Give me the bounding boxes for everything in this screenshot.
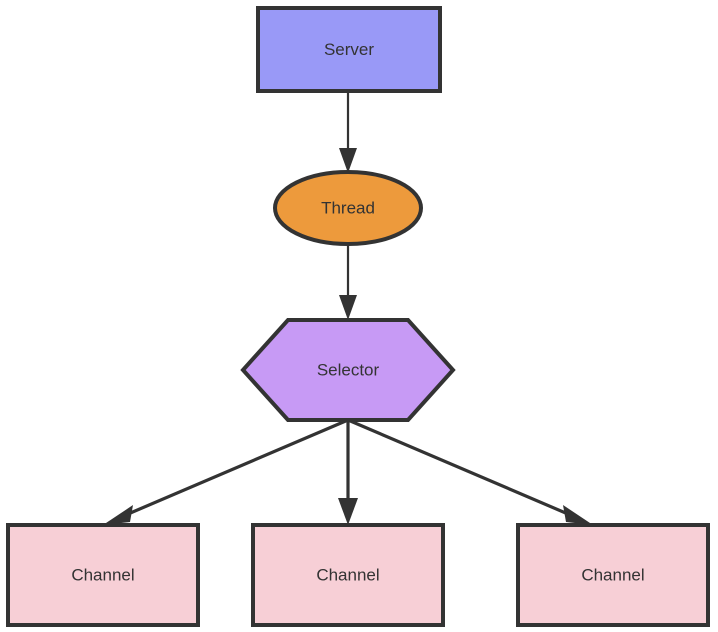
- channel-3-box[interactable]: [516, 523, 710, 627]
- edge-thread-to-selector: [339, 244, 357, 320]
- edge-selector-channel3-line: [347, 418, 569, 516]
- edge-server-thread-arrowhead: [339, 148, 357, 173]
- edge-thread-selector-arrowhead: [339, 295, 357, 320]
- edge-selector-channel1-line: [127, 418, 349, 516]
- edge-selector-to-channel-1: [103, 418, 349, 525]
- channel-3-label: Channel: [581, 565, 644, 584]
- selector-hexagon[interactable]: [240, 318, 456, 422]
- edge-selector-channel3-arrowhead: [563, 505, 593, 525]
- edge-selector-channel2-arrowhead: [338, 498, 358, 525]
- server-label: Server: [324, 40, 374, 59]
- edge-selector-to-channel-3: [347, 418, 593, 525]
- node-server[interactable]: Server: [256, 6, 442, 93]
- edge-selector-channel1-arrowhead: [103, 505, 133, 525]
- channel-1-label: Channel: [71, 565, 134, 584]
- thread-ellipse[interactable]: [273, 170, 423, 246]
- node-selector[interactable]: Selector: [240, 318, 456, 422]
- channel-2-label: Channel: [316, 565, 379, 584]
- selector-label: Selector: [317, 360, 380, 379]
- channel-2-box[interactable]: [251, 523, 445, 627]
- thread-label: Thread: [321, 198, 375, 217]
- server-box[interactable]: [256, 6, 442, 93]
- node-channel-3[interactable]: Channel: [516, 523, 710, 627]
- node-thread[interactable]: Thread: [273, 170, 423, 246]
- node-channel-2[interactable]: Channel: [251, 523, 445, 627]
- edge-server-to-thread: [339, 91, 357, 173]
- node-channel-1[interactable]: Channel: [6, 523, 200, 627]
- channel-1-box[interactable]: [6, 523, 200, 627]
- edge-selector-to-channel-2: [338, 420, 358, 525]
